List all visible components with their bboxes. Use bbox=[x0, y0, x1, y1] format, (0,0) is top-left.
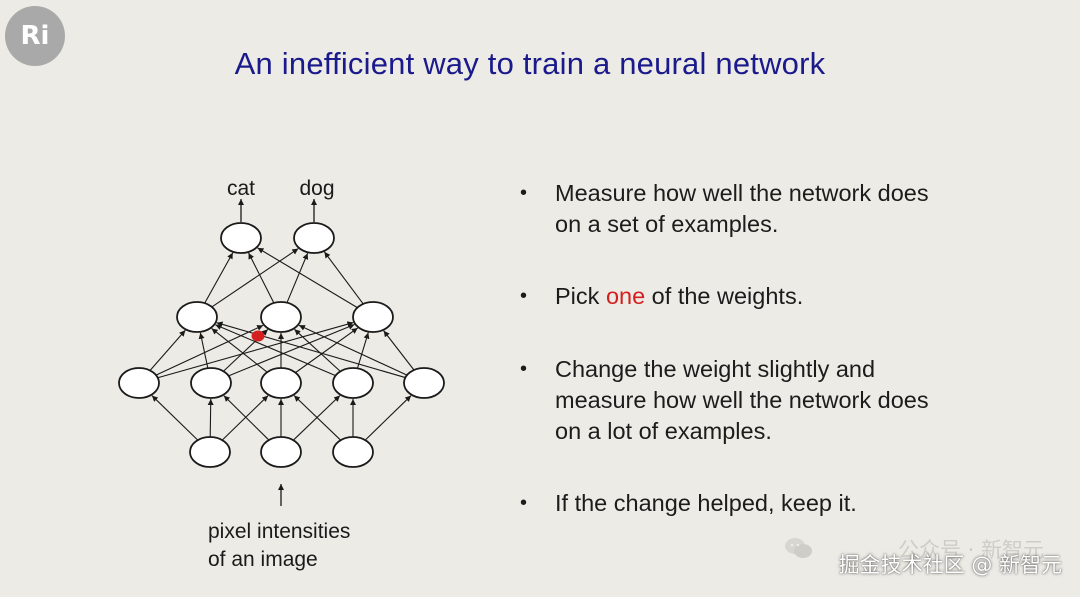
bullet-keep: If the change helped, keep it. bbox=[520, 488, 990, 519]
highlighted-weight-dot bbox=[251, 330, 265, 342]
hidden1-neuron-5 bbox=[403, 367, 445, 399]
weight-edge bbox=[198, 332, 209, 369]
bullet-measure-line2: on a set of examples. bbox=[555, 211, 779, 237]
output-label-cat: cat bbox=[227, 177, 255, 200]
weight-edge bbox=[257, 247, 358, 309]
weight-edge bbox=[223, 395, 270, 441]
input-label-line2: of an image bbox=[208, 548, 318, 571]
hidden1-neuron-3 bbox=[260, 367, 302, 399]
hidden2-neuron-1 bbox=[176, 301, 218, 333]
weight-edge bbox=[211, 328, 268, 373]
weight-edge bbox=[215, 324, 336, 377]
weight-edge bbox=[356, 332, 370, 369]
hidden2-neuron-3 bbox=[352, 301, 394, 333]
weight-edge bbox=[248, 252, 275, 304]
weight-edge bbox=[155, 324, 264, 376]
output-label-dog: dog bbox=[299, 177, 334, 200]
bullet-list: Measure how well the network does on a s… bbox=[520, 178, 990, 519]
input-label-line1: pixel intensities bbox=[208, 520, 350, 543]
bullet-pick: Pick one of the weights. bbox=[520, 281, 990, 312]
weight-edge bbox=[364, 395, 412, 441]
bullet-pick-highlight: one bbox=[605, 283, 646, 309]
weight-edge bbox=[323, 251, 364, 305]
output-neuron-1 bbox=[220, 222, 262, 254]
bullet-keep-line1: If the change helped, keep it. bbox=[555, 490, 857, 516]
bullet-measure-line1: Measure how well the network does bbox=[555, 180, 929, 206]
weight-edge bbox=[298, 324, 408, 376]
bullet-change-line2: measure how well the network does bbox=[555, 387, 929, 413]
input-neuron-2 bbox=[260, 436, 302, 468]
hidden1-neuron-2 bbox=[190, 367, 232, 399]
output-neuron-2 bbox=[293, 222, 335, 254]
weight-edge bbox=[207, 398, 214, 438]
bullet-change-line3: on a lot of examples. bbox=[555, 418, 772, 444]
weight-edge bbox=[383, 330, 415, 371]
weight-edge bbox=[149, 329, 186, 371]
weight-edge bbox=[216, 321, 406, 379]
hidden1-neuron-1 bbox=[118, 367, 160, 399]
hidden1-neuron-4 bbox=[332, 367, 374, 399]
bullet-change-line1: Change the weight slightly and bbox=[555, 356, 876, 382]
input-neuron-3 bbox=[332, 436, 374, 468]
neuron-nodes bbox=[118, 222, 445, 468]
weight-edge bbox=[295, 327, 359, 374]
bullet-pick-post: of the weights. bbox=[645, 283, 804, 309]
weight-edge bbox=[221, 395, 269, 441]
watermark: 掘金技术社区 @ 新智元 bbox=[838, 553, 1062, 577]
weight-edge bbox=[228, 324, 355, 377]
weight-edge bbox=[211, 248, 299, 308]
input-neuron-1 bbox=[189, 436, 231, 468]
weight-edge bbox=[294, 328, 341, 372]
connection-edges bbox=[149, 247, 415, 441]
weight-edge bbox=[293, 395, 342, 441]
bullet-pick-pre: Pick bbox=[555, 283, 606, 309]
watermark-faint: 公众号 · 新智元 bbox=[897, 538, 1044, 562]
weight-edge bbox=[157, 321, 354, 379]
bullet-change: Change the weight slightly and measure h… bbox=[520, 354, 990, 447]
slide-title: An inefficient way to train a neural net… bbox=[234, 46, 826, 81]
wechat-icon bbox=[785, 538, 812, 558]
hidden2-neuron-2 bbox=[260, 301, 302, 333]
weight-edge bbox=[204, 252, 234, 304]
logo-badge: Ri bbox=[5, 6, 65, 66]
weight-edge bbox=[151, 395, 199, 441]
weight-edge bbox=[286, 253, 309, 303]
neural-network-diagram: cat dog pixel intensities of an image bbox=[118, 177, 445, 571]
bullet-measure: Measure how well the network does on a s… bbox=[520, 178, 990, 240]
